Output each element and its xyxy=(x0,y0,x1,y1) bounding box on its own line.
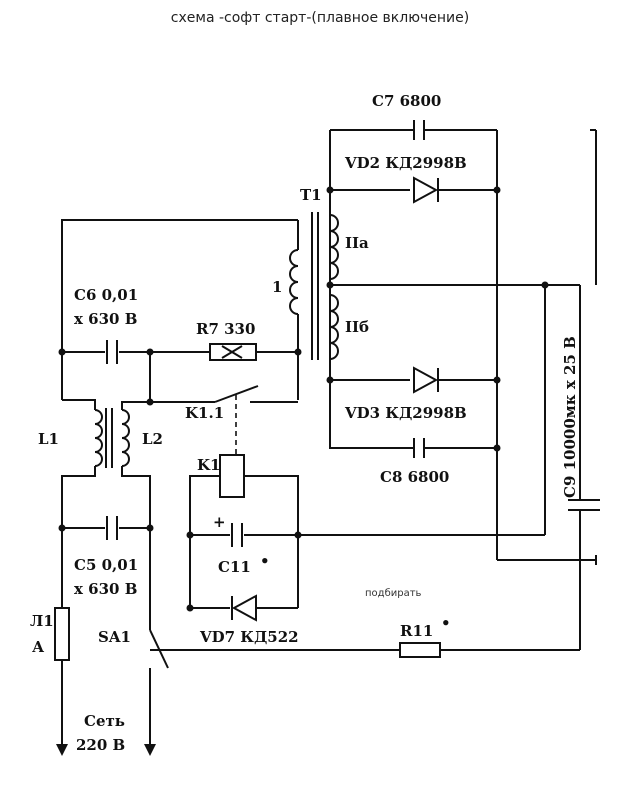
label-c8: C8 6800 xyxy=(380,468,449,486)
primary-side xyxy=(54,219,302,756)
c11-capacitor xyxy=(231,523,243,547)
svg-text:•: • xyxy=(441,614,451,632)
control-circuit: + xyxy=(150,454,580,658)
label-vd3: VD3 КД2998В xyxy=(344,404,467,422)
label-vd7: VD7 КД522 xyxy=(199,628,299,646)
label-winding-1: 1 xyxy=(272,278,282,296)
label-l2: L2 xyxy=(142,430,163,448)
r11-resistor xyxy=(399,642,441,658)
svg-text:•: • xyxy=(260,552,270,570)
label-winding-2b: IIб xyxy=(345,318,369,336)
c5-capacitor xyxy=(106,516,118,540)
label-c5-a: C5 0,01 xyxy=(74,556,138,574)
label-mains-b: 220 В xyxy=(76,736,125,754)
c7-capacitor xyxy=(413,120,425,140)
secondary-top xyxy=(326,120,501,560)
k1-relay-coil xyxy=(219,454,245,498)
c6-capacitor xyxy=(106,340,118,364)
lamp-h1 xyxy=(54,607,70,661)
label-l1: L1 xyxy=(38,430,59,448)
label-k1: K1 xyxy=(197,456,220,474)
label-h1-b: А xyxy=(32,638,45,656)
c8-capacitor xyxy=(413,438,425,458)
label-c9: C9 10000мк x 25 В xyxy=(561,336,579,498)
page-title: схема -софт старт-(плавное включение) xyxy=(170,10,470,26)
label-c6-b: x 630 В xyxy=(74,310,137,328)
secondary-bottom xyxy=(326,366,596,561)
c9-capacitor xyxy=(544,129,600,650)
component-labels: C7 6800 VD2 КД2998В T1 1 IIа IIб C6 0,01… xyxy=(30,92,579,754)
label-r11: R11 xyxy=(400,622,433,640)
t1-primary-winding xyxy=(289,220,299,400)
label-r7: R7 330 xyxy=(196,320,255,338)
t1-core xyxy=(311,212,319,360)
label-c6-a: C6 0,01 xyxy=(74,286,138,304)
vd3-diode xyxy=(413,366,439,394)
label-c5-b: x 630 В xyxy=(74,580,137,598)
svg-text:+: + xyxy=(213,513,226,531)
label-sa1: SA1 xyxy=(98,628,131,646)
label-mains-a: Сеть xyxy=(84,712,125,730)
vd7-diode xyxy=(231,594,257,622)
r7-resistor xyxy=(209,343,257,361)
label-h1-a: Л1 xyxy=(30,612,54,630)
label-winding-2a: IIа xyxy=(345,234,369,252)
note-adjust: подбирать xyxy=(365,588,422,599)
label-vd2: VD2 КД2998В xyxy=(344,154,467,172)
label-k11: K1.1 xyxy=(185,404,224,422)
label-t1: T1 xyxy=(300,186,322,204)
label-c7: C7 6800 xyxy=(372,92,441,110)
vd2-diode xyxy=(413,176,439,204)
label-c11: C11 xyxy=(218,558,251,576)
